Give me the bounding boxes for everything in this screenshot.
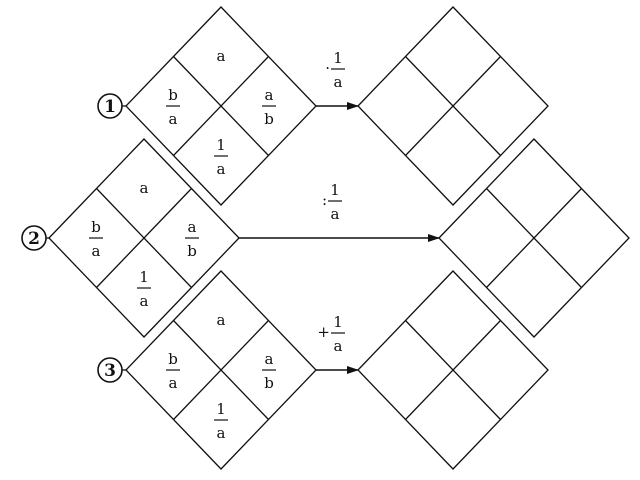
denominator: a	[334, 337, 343, 355]
denominator: a	[217, 424, 226, 442]
denominator: b	[264, 110, 274, 128]
cell-top: a	[217, 311, 226, 329]
cell-right: ab	[185, 218, 199, 260]
operation-symbol: ·	[325, 59, 330, 77]
row-number: 2	[28, 229, 40, 249]
denominator: a	[217, 160, 226, 178]
numerator: b	[91, 218, 101, 236]
grid-line	[173, 320, 269, 420]
row-number: 3	[104, 361, 116, 381]
denominator: a	[169, 374, 178, 392]
operation-label: +1a	[317, 313, 345, 355]
numerator: b	[168, 86, 178, 104]
operation-fraction: 1a	[331, 49, 345, 91]
grid-line	[173, 56, 269, 156]
cell-value: a	[217, 311, 226, 329]
cell-bottom: 1a	[214, 136, 228, 178]
answer-diamond	[438, 138, 630, 338]
numerator: 1	[139, 268, 149, 286]
cell-right: ab	[262, 86, 276, 128]
operation-label: :1a	[322, 181, 342, 223]
numerator: 1	[333, 313, 343, 331]
grid-line	[405, 320, 501, 420]
numerator: 1	[216, 136, 226, 154]
denominator: a	[92, 242, 101, 260]
diamond-outline	[357, 6, 549, 206]
denominator: b	[264, 374, 274, 392]
numerator: 1	[216, 400, 226, 418]
operation-symbol: :	[322, 191, 327, 209]
cell-left: ba	[166, 350, 180, 392]
cell-value: a	[140, 179, 149, 197]
numerator: a	[265, 350, 274, 368]
denominator: a	[334, 73, 343, 91]
numerator: b	[168, 350, 178, 368]
denominator: b	[187, 242, 197, 260]
cell-top: a	[140, 179, 149, 197]
numerator: 1	[333, 49, 343, 67]
cell-left: ba	[89, 218, 103, 260]
diamond-outline	[357, 270, 549, 470]
denominator: a	[140, 292, 149, 310]
cell-value: a	[217, 47, 226, 65]
grid-line	[96, 188, 192, 288]
denominator: a	[169, 110, 178, 128]
cell-top: a	[217, 47, 226, 65]
denominator: a	[331, 205, 340, 223]
cell-bottom: 1a	[137, 268, 151, 310]
numerator: a	[188, 218, 197, 236]
cell-right: ab	[262, 350, 276, 392]
row-number: 1	[104, 97, 116, 117]
diamond-outline	[438, 138, 630, 338]
operation-fraction: 1a	[328, 181, 342, 223]
grid-line	[486, 188, 582, 288]
grid-line	[405, 56, 501, 156]
answer-diamond	[357, 270, 549, 470]
answer-diamond	[357, 6, 549, 206]
numerator: 1	[330, 181, 340, 199]
operation-fraction: 1a	[331, 313, 345, 355]
operation-symbol: +	[317, 323, 330, 341]
operation-label: ·1a	[325, 49, 345, 91]
numerator: a	[265, 86, 274, 104]
cell-bottom: 1a	[214, 400, 228, 442]
cell-left: ba	[166, 86, 180, 128]
